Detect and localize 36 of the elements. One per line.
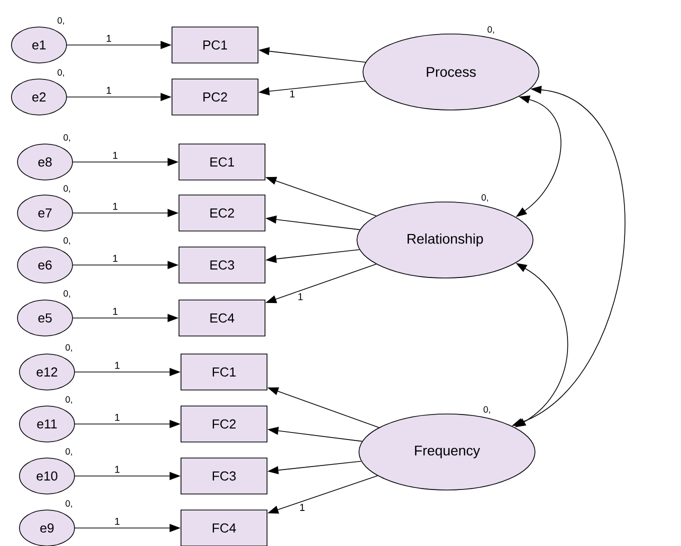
indicator-box: FC4 xyxy=(180,510,268,546)
edge-label: 1 xyxy=(111,306,119,316)
edge-label: 1 xyxy=(111,254,119,263)
variance-label: 0, xyxy=(64,237,70,245)
indicator-box: FC2 xyxy=(180,406,268,442)
edge-label: 1 xyxy=(113,516,121,526)
indicator-box: FC1 xyxy=(180,354,268,390)
variance-label: 0, xyxy=(482,194,488,202)
indicator-box: PC1 xyxy=(172,26,258,64)
variance-label: 0, xyxy=(66,396,72,404)
edge-label: 1 xyxy=(113,412,121,422)
variance-label: 0, xyxy=(58,17,64,25)
edge-label: 1 xyxy=(111,202,119,211)
indicator-box: FC3 xyxy=(180,458,268,494)
variance-label: 0, xyxy=(488,26,494,34)
variance-label: 0, xyxy=(64,134,70,142)
variance-label: 0, xyxy=(66,448,72,456)
edge-label: 1 xyxy=(113,464,121,474)
indicator-box: PC2 xyxy=(172,78,258,116)
variance-label: 0, xyxy=(66,500,72,508)
edge-label: 1 xyxy=(105,86,113,95)
variance-label: 0, xyxy=(64,185,70,193)
indicator-box: EC4 xyxy=(178,300,266,336)
indicator-box: EC2 xyxy=(178,194,266,232)
variance-label: 0, xyxy=(58,69,64,77)
edge-label: 1 xyxy=(296,292,304,302)
variance-label: 0, xyxy=(66,344,72,352)
edge-label: 1 xyxy=(111,150,119,160)
edge-label: 1 xyxy=(288,89,296,98)
indicator-box: EC3 xyxy=(178,246,266,284)
variance-label: 0, xyxy=(64,290,70,298)
edge-label: 1 xyxy=(298,502,306,512)
edge-label: 1 xyxy=(105,34,113,43)
edge-label: 1 xyxy=(113,360,121,370)
variance-label: 0, xyxy=(484,406,490,414)
indicator-box: EC1 xyxy=(178,144,266,180)
